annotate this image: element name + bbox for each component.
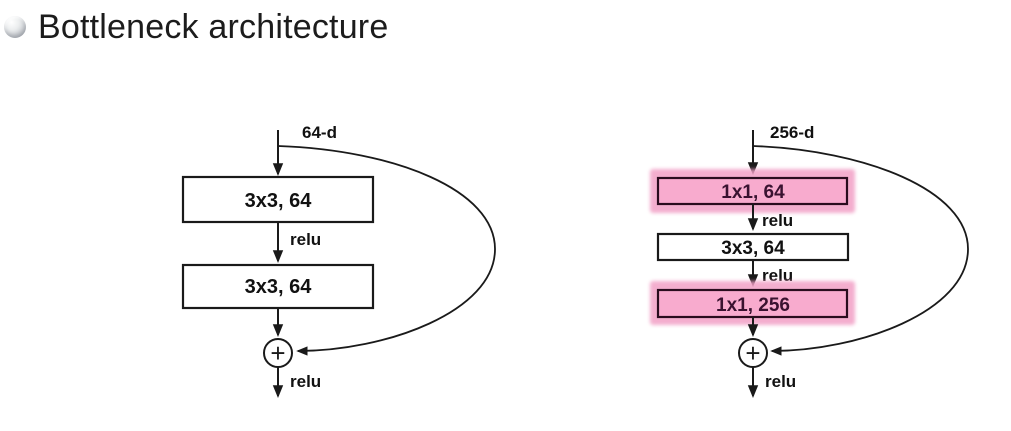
skip-connection-curve [752,145,969,356]
relu-label-output: relu [290,372,321,391]
layer-box-reduce [656,176,849,206]
layer-label-conv2: 3x3, 64 [245,276,313,298]
plus-icon: + [270,338,285,368]
layer-box-conv1 [181,175,375,224]
sphere-bullet-icon [4,16,26,38]
relu-label-2: relu [762,266,793,285]
layer-box-expand [656,288,849,319]
relu-label-1: relu [762,211,793,230]
input-dim-label: 64-d [302,123,337,142]
page-title: Bottleneck architecture [38,8,389,46]
layer-box-conv [656,232,850,262]
layer-label-reduce: 1x1, 64 [721,182,785,203]
layer-label-conv1: 3x3, 64 [245,190,313,212]
relu-label-mid: relu [290,230,321,249]
slide-title-row: Bottleneck architecture [4,10,388,44]
bottleneck-block-diagram: 256-d 1x1, 64 relu 3x3, 64 relu 1x1, 256… [650,123,969,398]
input-dim-label: 256-d [770,123,814,142]
basic-block-diagram: 64-d 3x3, 64 relu 3x3, 64 + relu [181,123,496,398]
skip-connection-curve [277,145,496,356]
layer-label-expand: 1x1, 256 [716,295,790,316]
relu-label-output: relu [765,372,796,391]
plus-icon: + [745,338,760,368]
layer-box-conv2 [181,263,375,310]
layer-label-conv: 3x3, 64 [721,238,785,259]
